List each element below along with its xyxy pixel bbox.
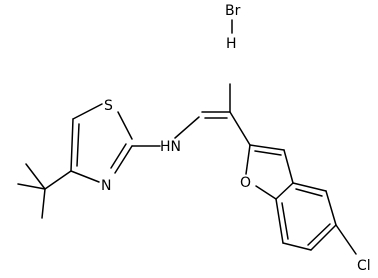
o1-c7a-bond: [255, 185, 277, 200]
c2-n3-double-bond: [110, 143, 127, 169]
c3a-c7a-bond: [275, 182, 294, 200]
c4-c5-bond: [70, 118, 74, 172]
c4-c5-double-bond: [76, 123, 80, 167]
c2-c3-double-bond: [254, 150, 282, 156]
furan-oxygen-label: O: [240, 175, 251, 191]
benzofuran-ring: O: [240, 144, 337, 251]
thiazole-sulfur-label: S: [104, 98, 113, 114]
c5-c6-bond: [310, 224, 337, 251]
c-benzofuran-bond: [229, 111, 251, 146]
c5-s1-bond: [72, 103, 103, 120]
bromine-label: Br: [225, 3, 241, 19]
c3a-c4-double-bond: [295, 188, 323, 197]
chlorine-label: Cl: [357, 258, 371, 274]
nh-n-bond: [174, 116, 200, 139]
tert-butyl-group: [17, 163, 72, 219]
hydrazone-nh-label: HN: [160, 139, 181, 155]
chloro-substituent: Cl: [335, 224, 371, 274]
c7-c7a-double-bond: [281, 202, 289, 240]
hydrogen-label: H: [226, 36, 237, 52]
c5-cl-bond: [335, 224, 357, 255]
c2-n3-bond: [114, 145, 133, 174]
hbr-salt: Br H: [225, 3, 241, 52]
ring-tbu-bond: [44, 170, 72, 190]
n3-c4-bond: [70, 170, 100, 183]
c6-c7-bond: [282, 242, 312, 251]
c7-c7a-bond: [275, 198, 284, 244]
c4-c5-bond: [325, 190, 337, 226]
tbu-methyl-left-bond: [17, 183, 46, 190]
c3a-c4-bond: [292, 182, 327, 192]
c5-c6-double-bond: [307, 223, 331, 246]
thiazole-nitrogen-label: N: [101, 178, 111, 194]
tbu-methyl-down-bond: [41, 188, 46, 219]
c2-o1-bond: [245, 144, 251, 175]
s1-c2-bond: [117, 111, 133, 140]
thiazole-ring: S N: [70, 98, 133, 194]
c2-c3-bond: [249, 144, 285, 151]
tbu-methyl-upper-bond: [25, 163, 46, 190]
c3-c3a-bond: [283, 149, 294, 184]
hydrazone-linker: HN: [131, 83, 251, 155]
